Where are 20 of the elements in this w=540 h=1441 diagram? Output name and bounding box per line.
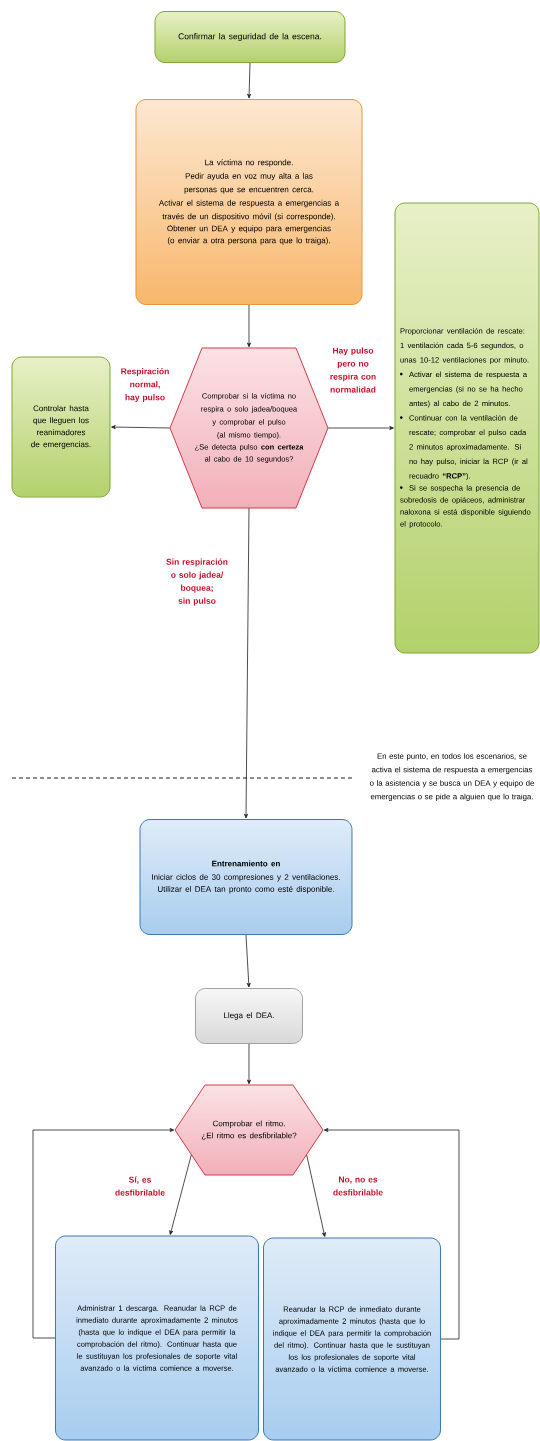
edge-label: Sí, es desfibrilable (108, 1175, 172, 1197)
process-box: Controlar hasta que lleguen los reanimadores de emergencias. (11, 356, 111, 498)
arrow (111, 425, 171, 430)
arrow (247, 1043, 251, 1085)
process-box: La víctima no responde. Pedir ayuda en voz muy alta a las personas que se encuentren cerca. Activar el sistema de respuesta a emergencias a través de un dispositivo móvil (si corresponde). Obtener un DEA y equipo para emergencias (o enviar a otra persona para que lo traiga). (135, 99, 363, 305)
process-box: Entrenamiento en Iniciar ciclos de 30 compresiones y 2 ventilaciones. Utilizar el DEA tan pronto como esté disponible. (139, 819, 353, 935)
edge-label: No, no es desfibrilable (326, 1175, 390, 1197)
arrow (245, 934, 251, 988)
arrow (247, 304, 251, 348)
arrow (169, 1154, 192, 1235)
process-box: Llega el DEA. (195, 988, 303, 1044)
edge-label: Sin respiración o solo jadea/ boquea; sin pulso (165, 557, 229, 607)
arrow (306, 1154, 326, 1237)
arrow (323, 1128, 460, 1340)
decision-hexagon: Comprobar el ritmo. ¿El ritmo es desfibrilable? (174, 1084, 324, 1176)
arrow (244, 507, 250, 819)
arrow (247, 62, 252, 99)
arrow (32, 1128, 175, 1339)
arrow (327, 426, 394, 430)
process-box: Confirmar la seguridad de la escena. (154, 11, 346, 63)
